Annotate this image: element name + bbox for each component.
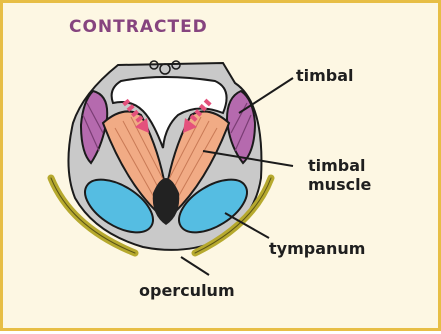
diagram-title: CONTRACTED [69,17,208,37]
label-operculum: operculum [139,281,235,300]
label-timbal-muscle-line1: timbal [308,156,371,175]
label-tympanum: tympanum [269,239,365,258]
label-timbal-muscle: timbal muscle [308,156,371,194]
label-timbal-muscle-line2: muscle [308,175,371,194]
label-timbal: timbal [296,66,354,85]
leader-operculum [181,257,209,275]
